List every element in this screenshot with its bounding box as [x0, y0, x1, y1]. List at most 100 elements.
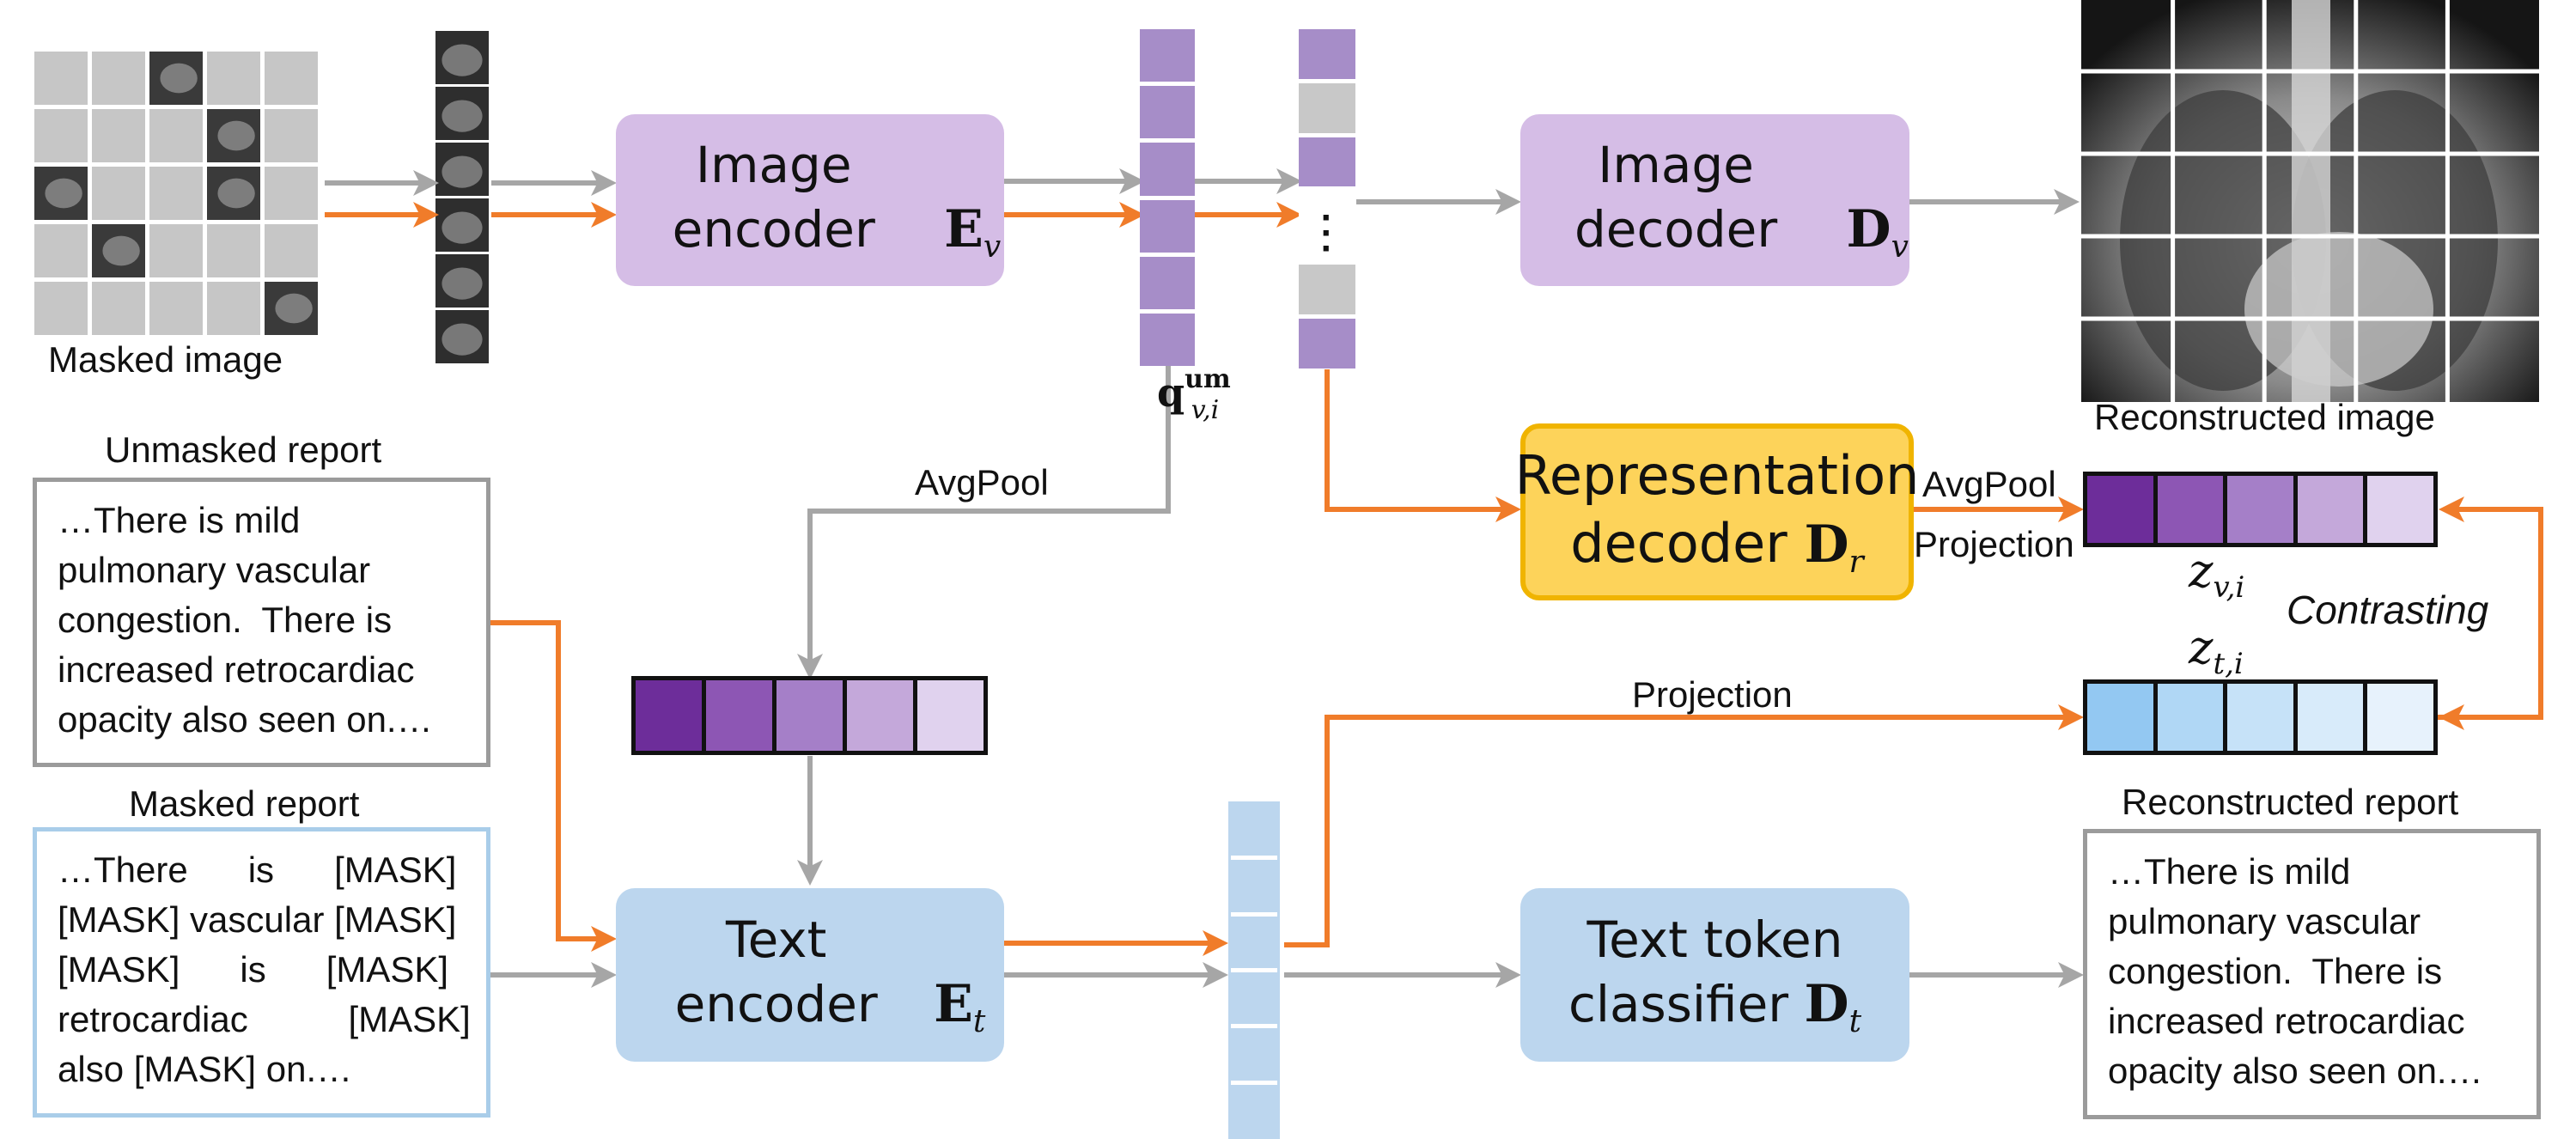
masked-patch [265, 52, 318, 105]
text-token-classifier-line2: classifier [1568, 975, 1789, 1034]
text-token-5 [1231, 1028, 1277, 1081]
pooled-cell-1 [636, 680, 702, 751]
zt-cell-5 [2367, 684, 2433, 751]
unmasked-report-title: Unmasked report [105, 429, 382, 470]
zt-label: zt,i [2189, 620, 2244, 681]
masked-patch [149, 167, 203, 220]
patch-texture [102, 235, 140, 266]
patch-texture [45, 178, 82, 209]
zt-symbol: z [2189, 620, 2214, 674]
text-token-1 [1231, 804, 1277, 856]
masked-patch [265, 224, 318, 277]
token-ellipsis-icon: ··· [1320, 197, 1334, 270]
arrow-unmasked-to-text-encoder [490, 620, 617, 952]
image-token-4 [1140, 199, 1195, 253]
report-line: [MASK] vascular [MASK] [58, 899, 457, 940]
pooled-cell-2 [706, 680, 772, 751]
report-line: …There is [MASK] [58, 850, 457, 890]
text-encoder-symbol-sub: t [972, 1003, 986, 1039]
patch-texture [275, 293, 313, 324]
full-token-2 [1299, 82, 1355, 133]
text-token-classifier-line2-wrap: classifier Dt [1568, 971, 1861, 1042]
masked-patch [149, 282, 203, 335]
image-decoder-box: Image decoder Dv [1520, 114, 1909, 286]
text-encoder-text: Text encoder [674, 911, 878, 1033]
image-token-6 [1140, 313, 1195, 367]
text-encoder-label: Text encoder Et [635, 908, 986, 1041]
text-token-classifier-symbol-letter: D [1804, 974, 1849, 1035]
masked-patch [34, 52, 88, 105]
reconstructed-image [2081, 0, 2539, 402]
image-decoder-label: Image decoder Dv [1521, 133, 1909, 266]
masked-patch [265, 167, 318, 220]
report-line: [MASK] is [MASK] [58, 949, 449, 990]
masked-patch [149, 109, 203, 162]
arrow-avgpool-to-pooled [797, 365, 1171, 679]
text-token-classifier-symbol-sub: t [1848, 1004, 1862, 1040]
zv-sub: v,i [2213, 570, 2245, 605]
image-encoder-label: Image encoder Ev [619, 133, 1002, 266]
image-token-1 [1140, 29, 1195, 82]
zv-cell-4 [2297, 476, 2364, 543]
representation-decoder-symbol-sub: r [1848, 545, 1864, 581]
zv-symbol: z [2189, 544, 2214, 598]
pooled-cell-3 [776, 680, 843, 751]
strip-patch-texture [442, 155, 483, 188]
masked-image-grid [34, 52, 318, 335]
text-token-2 [1231, 860, 1277, 912]
masked-patch [92, 167, 145, 220]
image-encoder-symbol: Ev [944, 199, 1001, 265]
text-encoder-box: Text encoder Et [616, 888, 1004, 1062]
representation-decoder-line2-wrap: decoder Dr [1570, 509, 1863, 582]
masked-patch [92, 52, 145, 105]
text-token-3 [1231, 916, 1277, 968]
full-token-3 [1299, 137, 1355, 187]
masked-patch [207, 282, 260, 335]
representation-decoder-symbol: Dr [1804, 515, 1863, 580]
visible-patch-strip [435, 31, 489, 363]
masked-report-title: Masked report [129, 783, 360, 824]
image-decoder-symbol: Dv [1846, 198, 1909, 265]
contrasting-label: Contrasting [2287, 588, 2489, 632]
report-line: increased retrocardiac [58, 649, 415, 690]
zt-cell-3 [2227, 684, 2293, 751]
patch-texture [160, 63, 198, 94]
reconstructed-image-label: Reconstructed image [2094, 397, 2435, 437]
full-token-4 [1299, 265, 1355, 315]
report-line: …There is mild [58, 500, 301, 540]
q-sup: um [1184, 364, 1231, 394]
full-token-5 [1299, 319, 1355, 368]
strip-patch-texture [442, 100, 483, 132]
q-sub: v,i [1191, 395, 1220, 425]
report-line: …There is mild [2108, 851, 2351, 892]
zv-label: zv,i [2189, 544, 2244, 605]
text-token-classifier-box: Text token classifier Dt [1520, 888, 1909, 1062]
projection-label-lower: Projection [1632, 674, 1793, 715]
strip-patch-texture [442, 211, 483, 244]
zv-cell-1 [2087, 476, 2153, 543]
reconstructed-report-title: Reconstructed report [2122, 782, 2459, 822]
representation-decoder-line2: decoder [1570, 512, 1787, 576]
masked-patch [149, 224, 203, 277]
image-decoder-symbol-letter: D [1846, 198, 1891, 259]
zt-sub: t,i [2213, 647, 2244, 681]
pooled-image-vector [631, 676, 988, 755]
image-token-5 [1140, 256, 1195, 309]
avgpool-label-left: AvgPool [915, 462, 1049, 502]
strip-patch-texture [442, 267, 483, 300]
zt-cell-2 [2157, 684, 2224, 751]
patch-texture [217, 120, 255, 151]
image-token-3 [1140, 143, 1195, 196]
representation-decoder-line1: Representation [1514, 443, 1920, 507]
xray-heart [2244, 232, 2433, 387]
report-line: pulmonary vascular [2108, 901, 2421, 941]
patch-texture [217, 178, 255, 209]
text-embedding-zt [2083, 679, 2438, 755]
report-line: also [MASK] on.… [58, 1049, 353, 1089]
image-decoder-symbol-sub: v [1891, 228, 1909, 265]
masked-patch [34, 282, 88, 335]
pooled-cell-4 [847, 680, 913, 751]
